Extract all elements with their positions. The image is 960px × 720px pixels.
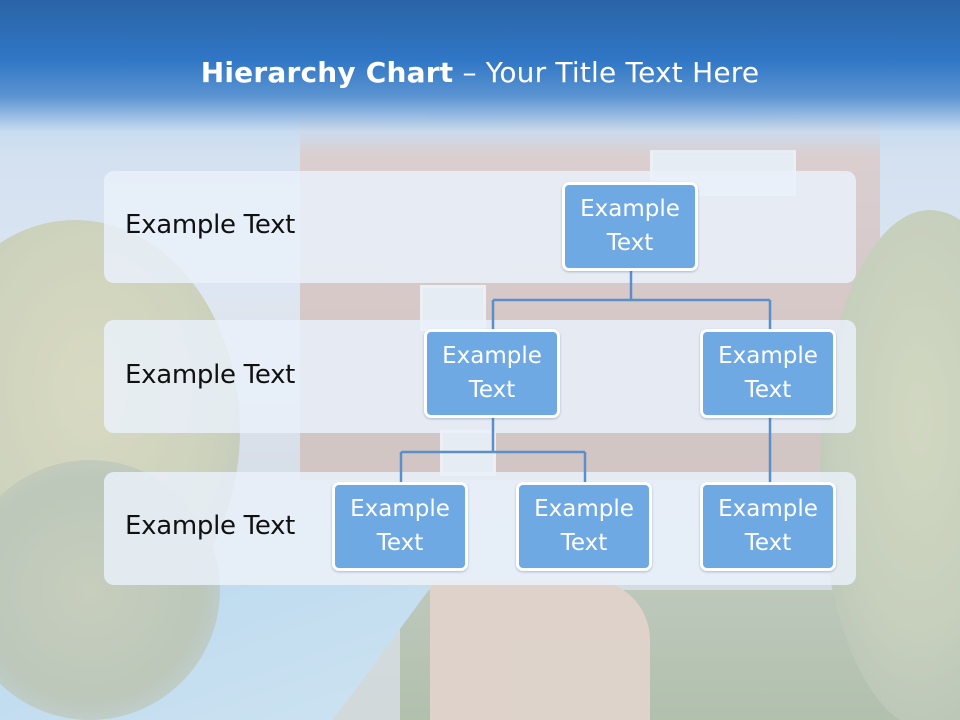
- connector-root-to-level2: [491, 271, 772, 329]
- level-band-1: [104, 171, 856, 283]
- node-level2-left-label: Example Text: [442, 343, 542, 403]
- connector-level2-left-to-level3: [399, 418, 587, 482]
- slide-title-bold: Hierarchy Chart: [200, 56, 454, 89]
- slide-title: Hierarchy Chart – Your Title Text Here: [0, 56, 960, 89]
- level-label-1: Example Text: [125, 210, 296, 240]
- node-level2-right[interactable]: Example Text: [700, 329, 836, 418]
- node-level3-middle[interactable]: Example Text: [516, 482, 652, 571]
- level-label-3: Example Text: [125, 511, 296, 541]
- node-level3-middle-label: Example Text: [534, 496, 634, 556]
- node-root-label: Example Text: [580, 196, 680, 256]
- node-level2-left[interactable]: Example Text: [424, 329, 560, 418]
- garden-path: [430, 580, 650, 720]
- node-level2-right-label: Example Text: [718, 343, 818, 403]
- node-level3-left[interactable]: Example Text: [332, 482, 468, 571]
- title-bar: [0, 0, 960, 155]
- level-label-2: Example Text: [125, 360, 296, 390]
- node-root[interactable]: Example Text: [562, 182, 698, 271]
- node-level3-right[interactable]: Example Text: [700, 482, 836, 571]
- slide-title-rest: – Your Title Text Here: [453, 56, 760, 89]
- node-level3-left-label: Example Text: [350, 496, 450, 556]
- node-level3-right-label: Example Text: [718, 496, 818, 556]
